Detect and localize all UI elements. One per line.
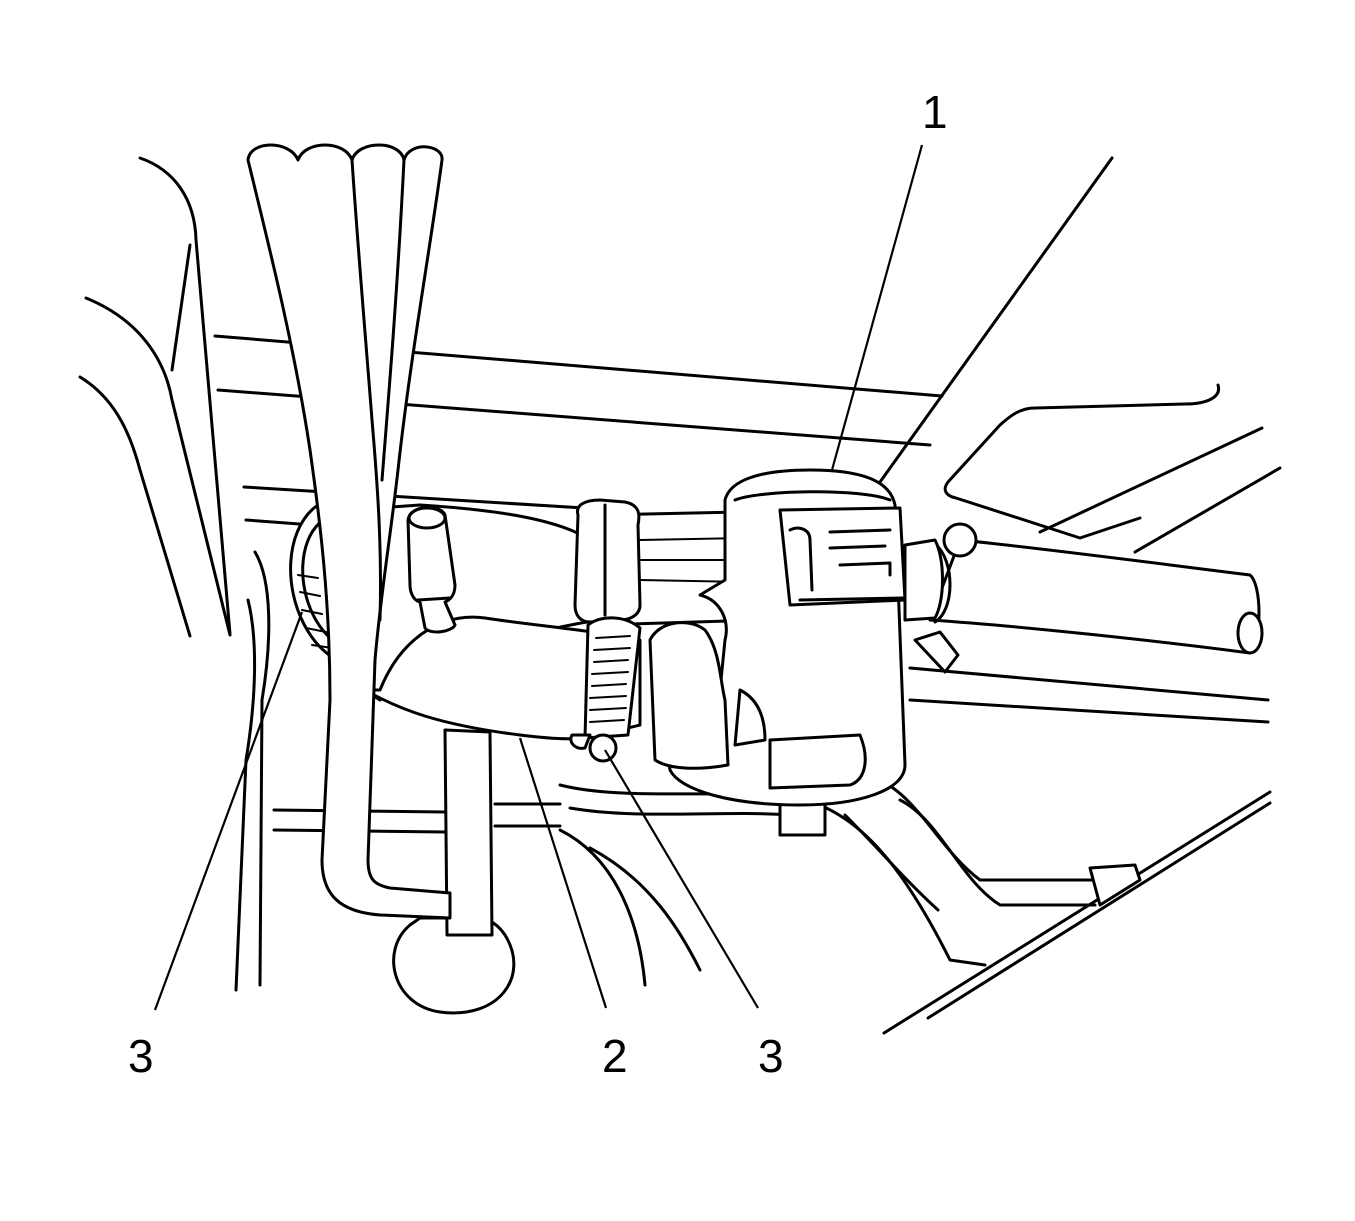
leader-lines <box>153 144 924 1011</box>
hose-fitting <box>406 505 457 634</box>
lower-knob <box>392 728 516 1015</box>
right-pipe <box>928 522 1264 655</box>
mounting-bracket <box>943 383 1221 540</box>
valve-assembly <box>573 468 960 807</box>
callout-3-right: 3 <box>758 1030 784 1082</box>
right-hose-clamp <box>569 616 642 763</box>
callout-1: 1 <box>922 86 948 138</box>
lower-hoses <box>558 778 1142 987</box>
callout-3-left: 3 <box>128 1030 154 1082</box>
vertical-hose <box>246 143 452 920</box>
callout-2: 2 <box>602 1030 628 1082</box>
